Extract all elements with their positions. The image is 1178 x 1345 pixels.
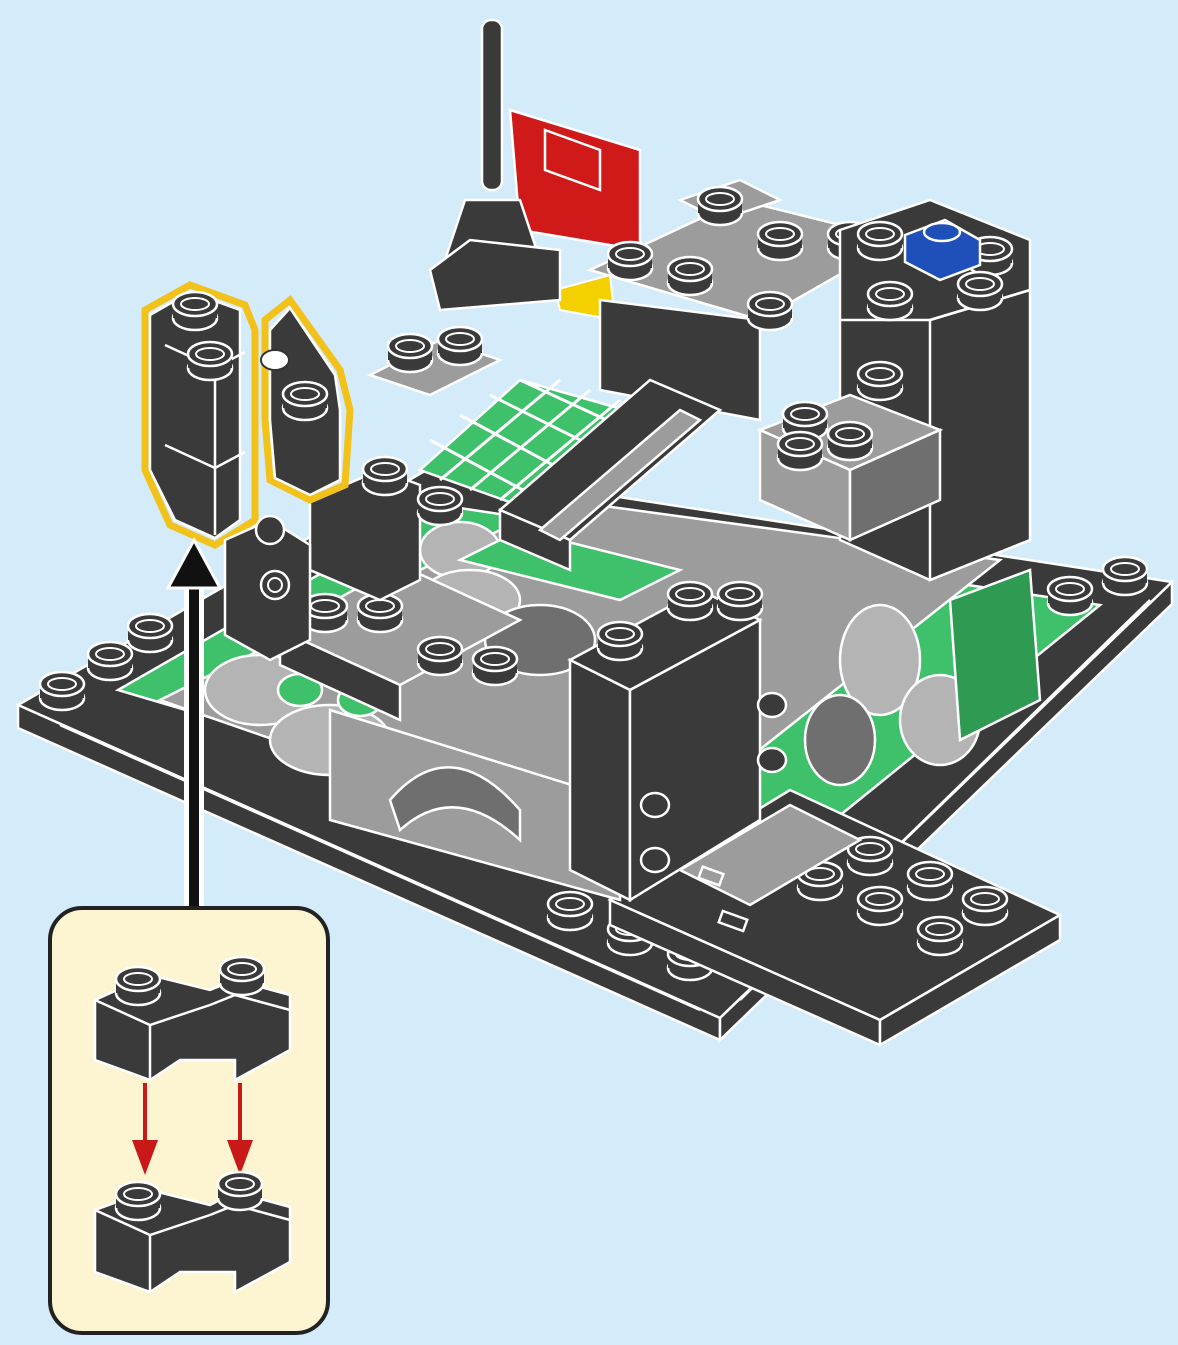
pointer-arrow [165,536,223,910]
parts-callout [48,906,330,1335]
center-beam [497,378,723,572]
technic-brick [223,514,312,662]
back-structure [428,18,1032,582]
front-arch [328,708,622,902]
callout-red-arrows [132,1083,253,1175]
front-pillar [567,580,788,903]
callout-brick-bottom [93,1170,292,1295]
highlighted-new-pieces [141,281,354,662]
front-tray [607,788,1063,1048]
highlighted-brick-left [141,281,259,549]
highlighted-brick-right [260,294,354,504]
callout-brick-top [93,955,292,1083]
